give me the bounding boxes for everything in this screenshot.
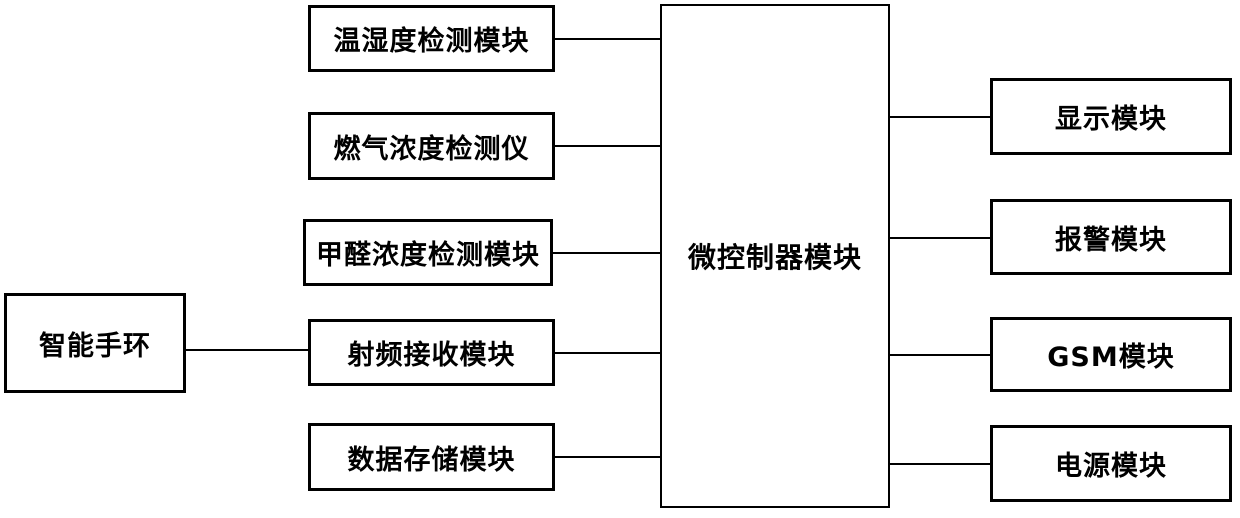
node-display-module: 显示模块 (990, 78, 1232, 155)
node-microcontroller-module: 微控制器模块 (660, 4, 890, 508)
node-display-label: 显示模块 (1055, 104, 1167, 135)
node-rf-receiver-module: 射频接收模块 (308, 319, 555, 386)
node-data-storage-module: 数据存储模块 (308, 423, 555, 491)
node-gsm-module: GSM模块 (990, 317, 1232, 392)
node-gas-detector: 燃气浓度检测仪 (308, 112, 555, 180)
connector-bracelet-to-rf (186, 349, 308, 351)
node-gsm-label: GSM模块 (1047, 342, 1175, 373)
node-formaldehyde-module: 甲醛浓度检测模块 (303, 219, 553, 286)
connector-rf-to-mcu (553, 352, 662, 354)
connector-formaldehyde-to-mcu (551, 252, 662, 254)
connector-mcu-to-power (888, 463, 992, 465)
node-temp-humidity-module: 温湿度检测模块 (308, 5, 555, 72)
node-alarm-module: 报警模块 (990, 199, 1232, 275)
node-rf-receiver-label: 射频接收模块 (347, 340, 516, 371)
node-smart-bracelet-label: 智能手环 (39, 330, 151, 362)
node-microcontroller-label: 微控制器模块 (687, 241, 862, 274)
connector-mcu-to-gsm (888, 354, 992, 356)
node-power-module: 电源模块 (990, 425, 1232, 502)
node-formaldehyde-label: 甲醛浓度检测模块 (316, 240, 540, 271)
connector-temp-to-mcu (553, 38, 662, 40)
node-smart-bracelet: 智能手环 (4, 293, 186, 393)
node-temp-humidity-label: 温湿度检测模块 (333, 26, 530, 57)
node-power-label: 电源模块 (1055, 451, 1167, 482)
node-gas-detector-label: 燃气浓度检测仪 (333, 133, 530, 165)
connector-mcu-to-alarm (888, 237, 992, 239)
node-alarm-label: 报警模块 (1055, 224, 1167, 256)
connector-storage-to-mcu (553, 456, 662, 458)
connector-mcu-to-display (888, 116, 992, 118)
node-data-storage-label: 数据存储模块 (347, 444, 516, 476)
connector-gas-to-mcu (553, 145, 662, 147)
